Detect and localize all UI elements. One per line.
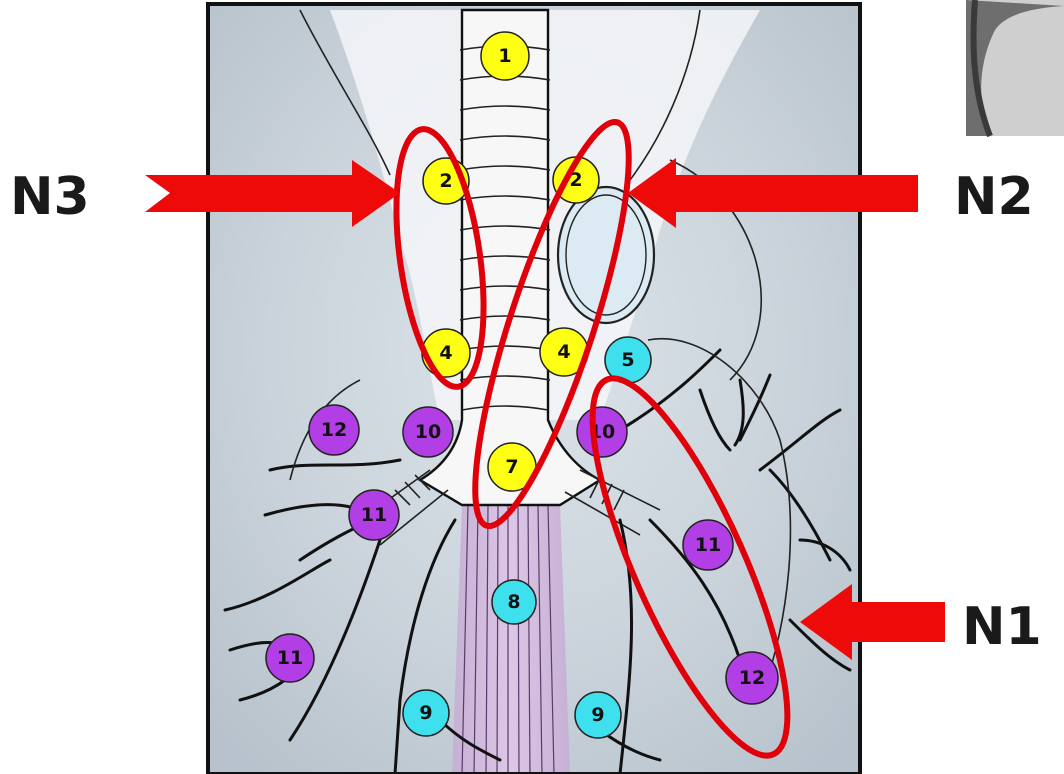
node-9-left-label: 9 — [419, 702, 432, 724]
node-9-right-label: 9 — [591, 704, 604, 726]
node-11-left-lower-label: 11 — [361, 504, 387, 526]
node-9-left: 9 — [403, 690, 449, 736]
node-5-label: 5 — [621, 349, 634, 371]
node-8: 8 — [492, 580, 536, 624]
node-4-left-label: 4 — [439, 342, 452, 364]
node-12-left-label: 12 — [321, 419, 347, 441]
node-12-right: 12 — [726, 652, 778, 704]
node-10-right: 10 — [577, 407, 627, 457]
node-11-right-lower-label: 11 — [277, 647, 303, 669]
node-9-right: 9 — [575, 692, 621, 738]
node-4-left: 4 — [422, 329, 470, 377]
node-8-label: 8 — [507, 591, 520, 613]
node-2-left-label: 2 — [439, 170, 452, 192]
node-10-left-label: 10 — [415, 421, 441, 443]
node-1-label: 1 — [498, 45, 511, 67]
node-12-left: 12 — [309, 405, 359, 455]
node-10-left: 10 — [403, 407, 453, 457]
node-11-left-lower: 11 — [349, 490, 399, 540]
node-11-right-upper-label: 11 — [695, 534, 721, 556]
n3-label: N3 — [10, 167, 90, 227]
n2-label: N2 — [954, 167, 1034, 227]
xray-thumbnail — [966, 0, 1064, 136]
n1-label: N1 — [962, 597, 1042, 657]
node-1: 1 — [481, 32, 529, 80]
node-11-right-upper: 11 — [683, 520, 733, 570]
node-7-label: 7 — [505, 456, 518, 478]
node-11-right-lower: 11 — [266, 634, 314, 682]
node-12-right-label: 12 — [739, 667, 765, 689]
node-4-right-label: 4 — [557, 341, 570, 363]
